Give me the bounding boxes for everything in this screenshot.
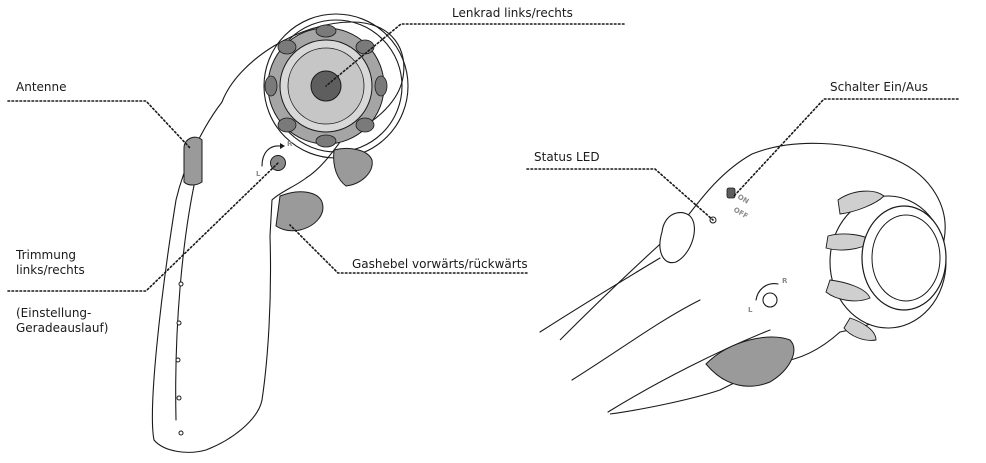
- right-trim-left-mark: L: [748, 306, 753, 314]
- right-wheel-face: [872, 215, 940, 301]
- throttle-trigger-guard: [334, 148, 373, 186]
- label-einstellung: (Einstellung- Geradeauslauf): [16, 306, 108, 336]
- label-antenne: Antenne: [16, 80, 67, 95]
- label-trimmung: Trimmung links/rechts: [16, 248, 85, 278]
- left-transmitter-side-view: L R: [152, 14, 408, 452]
- label-schalter: Schalter Ein/Aus: [830, 80, 928, 95]
- leader-antenne: [8, 101, 190, 148]
- trim-left-mark: L: [256, 170, 261, 178]
- trim-right-mark: R: [287, 140, 293, 148]
- throttle-trigger: [276, 192, 323, 231]
- right-transmitter-perspective-view: ON OFF L R: [540, 143, 946, 414]
- right-trim-right-mark: R: [782, 277, 788, 285]
- label-lenkrad: Lenkrad links/rechts: [452, 6, 573, 21]
- right-trim-knob: [763, 293, 777, 307]
- power-switch: [727, 188, 735, 198]
- leader-status-led: [527, 169, 713, 220]
- label-gashebel: Gashebel vorwärts/rückwärts: [352, 257, 528, 272]
- label-status-led: Status LED: [534, 150, 600, 165]
